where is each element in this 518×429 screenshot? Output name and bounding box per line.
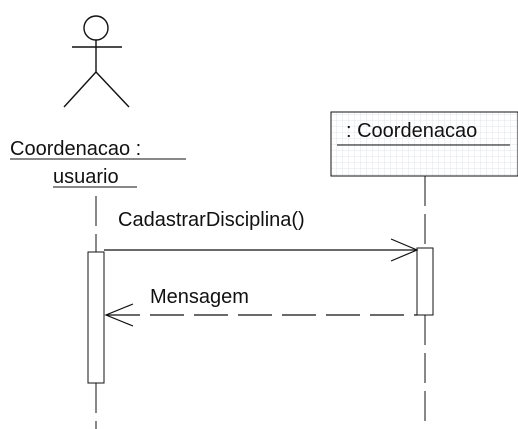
object-label: : Coordenacao [346,120,477,142]
call-message-label: CadastrarDisciplina() [118,209,305,231]
object-box-frame [330,111,518,177]
actor-label-line2: usuario [53,166,119,188]
reply-message-label: Mensagem [150,286,249,308]
reply-arrowhead [104,303,134,327]
actor-head [83,15,109,41]
actor-left-leg [63,71,97,108]
call-message-arrow[interactable] [104,238,419,262]
actor-right-leg [95,71,130,108]
actor-label-line1: Coordenacao : [10,138,141,160]
actor-icon[interactable] [63,15,130,108]
reply-message-arrow[interactable] [104,303,417,327]
call-arrowhead [390,238,419,262]
actor-activation-bar[interactable] [87,251,105,384]
object-activation-bar[interactable] [416,247,434,316]
object-box[interactable]: : Coordenacao [330,111,518,177]
